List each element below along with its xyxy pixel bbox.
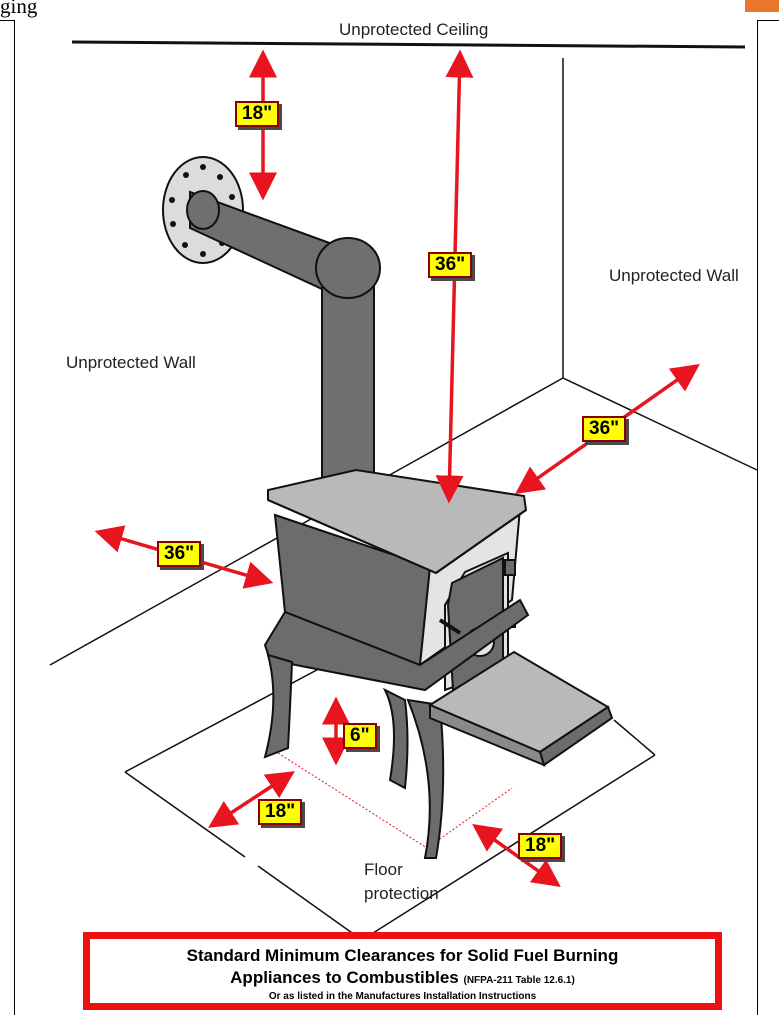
floor-front-left-tag: 18" [258, 799, 303, 825]
frame-top-left [0, 20, 14, 21]
ceiling-line [71, 40, 746, 49]
ceiling-to-pipe-tag: 18" [235, 101, 280, 127]
stove-pipe [162, 156, 381, 491]
banner-line-2: Appliances to Combustibles (NFPA-211 Tab… [90, 968, 715, 988]
banner-line-1: Standard Minimum Clearances for Solid Fu… [186, 946, 619, 965]
frame-top-right [757, 20, 779, 21]
left-wall-label: Unprotected Wall [66, 353, 196, 372]
floor-height-tag: 6" [343, 723, 377, 749]
banner-line-2-main: Appliances to Combustibles [230, 968, 459, 987]
room-lines [49, 40, 758, 666]
floor-protection-label-line1: Floor [364, 860, 403, 879]
ceiling-label: Unprotected Ceiling [339, 20, 489, 39]
frame-left-border [14, 20, 15, 1015]
frame-right-border [757, 20, 758, 1015]
header-fragment: ging [0, 0, 38, 18]
banner-reference: (NFPA-211 Table 12.6.1) [463, 975, 575, 986]
side-wall-tag: 36" [157, 541, 202, 567]
floor-front-right-tag: 18" [518, 833, 563, 859]
banner-line-3: Or as listed in the Manufactures Install… [268, 991, 537, 1002]
corner-tab [745, 0, 779, 12]
ceiling-to-stove-tag: 36" [428, 252, 473, 278]
floor-front-left-arrow [208, 771, 295, 828]
back-wall-tag: 36" [582, 416, 627, 442]
right-wall-label: Unprotected Wall [609, 266, 739, 285]
back-wall-floor-line [49, 377, 564, 666]
title-banner: Standard Minimum Clearances for Solid Fu… [83, 932, 722, 1010]
floor-front-right-arrow [472, 823, 561, 888]
stove-body [263, 468, 614, 859]
floor-protection-label-line2: protection [364, 884, 439, 903]
